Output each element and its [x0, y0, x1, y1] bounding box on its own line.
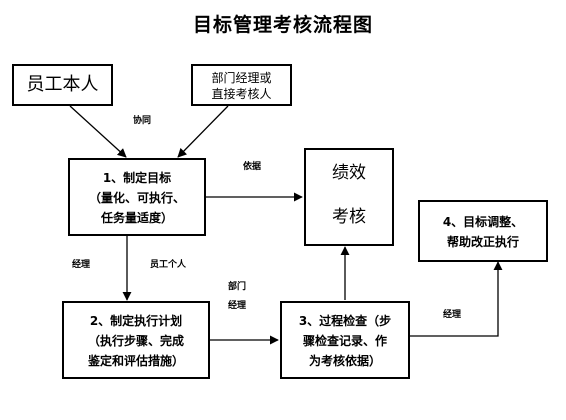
employee-label: 员工本人	[26, 74, 99, 95]
process-check-box: 3、过程检查（步 骤检查记录、作 为考核依据）	[280, 301, 410, 379]
label-basis: 依据	[243, 162, 262, 172]
performance-label: 绩效 考核	[332, 163, 366, 227]
arrow-check-to-adjust	[410, 261, 503, 337]
label-employee-self: 员工个人	[150, 260, 187, 270]
label-manager-left: 经理	[72, 260, 91, 270]
arrow-employee-to-goal	[69, 105, 127, 158]
label-manager-right: 经理	[443, 310, 462, 320]
execution-plan-box: 2、制定执行计划 （执行步骤、完成 鉴定和评估措施）	[62, 301, 210, 379]
page-title: 目标管理考核流程图	[192, 14, 373, 36]
label-assist: 协同	[133, 116, 152, 126]
process-check-label: 3、过程检查（步 骤检查记录、作 为考核依据）	[298, 314, 392, 368]
goal-setting-box: 1、制定目标 （量化、可执行、 任务量适度）	[68, 158, 206, 236]
performance-box: 绩效 考核	[304, 148, 394, 246]
arrow-manager-to-goal	[177, 105, 229, 158]
manager-box: 部门经理或 直接考核人	[191, 64, 292, 106]
goal-setting-label: 1、制定目标 （量化、可执行、 任务量适度）	[88, 171, 185, 225]
manager-label: 部门经理或 直接考核人	[211, 71, 272, 101]
label-department-manager: 部门 经理	[228, 282, 247, 311]
execution-plan-label: 2、制定执行计划 （执行步骤、完成 鉴定和评估措施）	[87, 314, 184, 368]
adjust-label: 4、目标调整、 帮助改正执行	[442, 215, 524, 249]
employee-box: 员工本人	[12, 64, 113, 106]
adjust-box: 4、目标调整、 帮助改正执行	[418, 200, 548, 262]
